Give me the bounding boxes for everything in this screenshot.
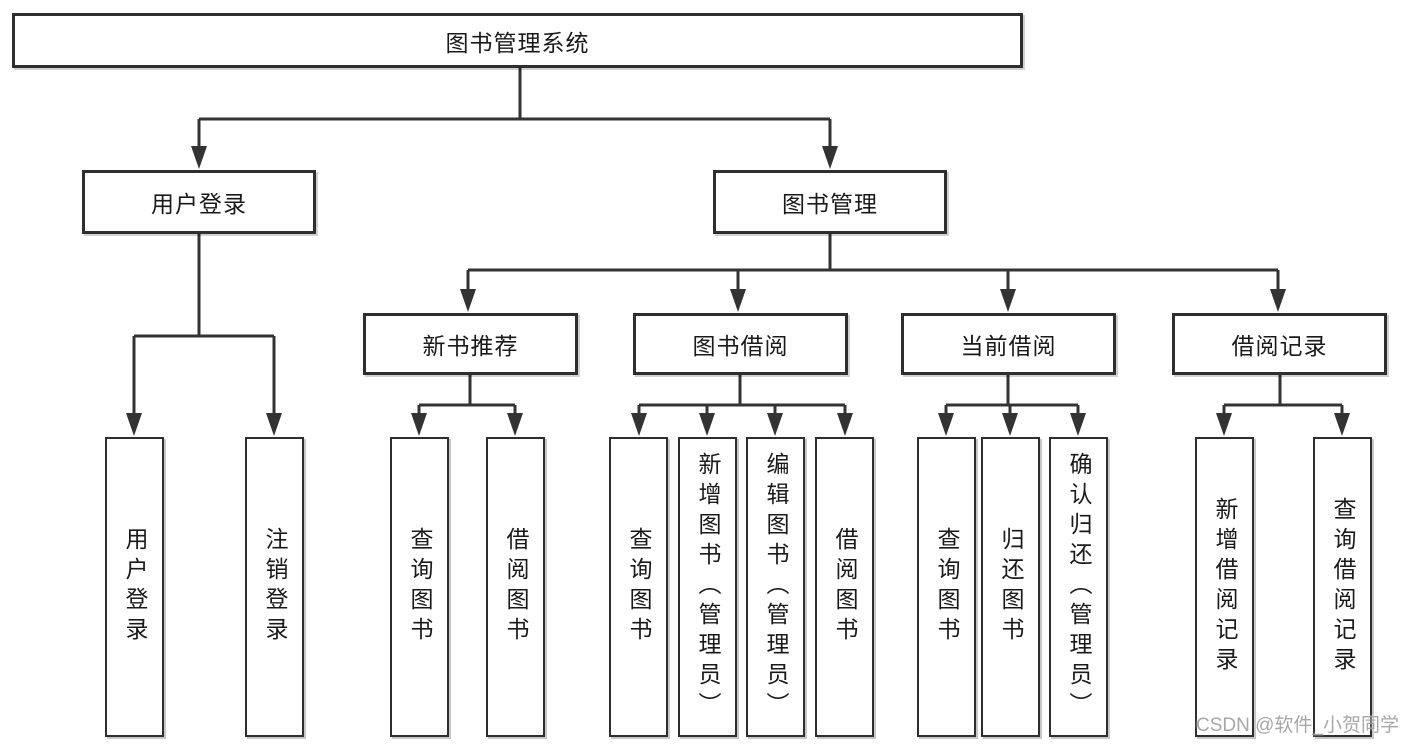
leaf-query-books: 查询图书 <box>609 437 668 737</box>
node-label: 编辑图书（管理员） <box>763 452 789 722</box>
node-label: 新增图书（管理员） <box>695 452 721 722</box>
leaf-query-books: 查询图书 <box>390 437 449 737</box>
node-label: 新增借阅记录 <box>1212 497 1238 677</box>
leaf-user-login: 用户登录 <box>105 437 164 737</box>
node-label: 借阅图书 <box>832 527 858 647</box>
node-label: 查询图书 <box>407 527 433 647</box>
node-label: 查询图书 <box>626 527 652 647</box>
node-label: 确认归还（管理员） <box>1066 452 1092 722</box>
node-label: 借阅记录 <box>1231 333 1328 359</box>
node-current-borrow: 当前借阅 <box>901 313 1116 375</box>
node-label: 借阅图书 <box>503 527 529 647</box>
node-label: 注销登录 <box>262 527 288 647</box>
node-label: 图书管理 <box>782 191 878 217</box>
leaf-borrow-books: 借阅图书 <box>815 437 874 737</box>
node-label: 归还图书 <box>998 527 1024 647</box>
node-label: 查询借阅记录 <box>1330 497 1356 677</box>
leaf-query-borrow-record: 查询借阅记录 <box>1313 437 1372 737</box>
node-book-borrow: 图书借阅 <box>633 313 848 375</box>
arrowheads <box>126 146 1350 436</box>
leaf-borrow-books: 借阅图书 <box>486 437 545 737</box>
node-user-login: 用户登录 <box>82 170 316 234</box>
leaf-return-books: 归还图书 <box>981 437 1040 737</box>
node-new-book-recommend: 新书推荐 <box>363 313 578 375</box>
node-label: 图书借阅 <box>692 333 789 359</box>
leaf-query-books: 查询图书 <box>917 437 976 737</box>
node-borrow-records: 借阅记录 <box>1172 313 1387 375</box>
leaf-confirm-return-admin: 确认归还（管理员） <box>1049 437 1108 737</box>
node-label: 用户登录 <box>151 191 247 217</box>
node-book-management: 图书管理 <box>713 170 947 234</box>
node-label: 用户登录 <box>122 527 148 647</box>
node-label: 图书管理系统 <box>445 29 590 56</box>
node-label: 当前借阅 <box>960 333 1057 359</box>
node-label: 查询图书 <box>934 527 960 647</box>
leaf-add-books-admin: 新增图书（管理员） <box>678 437 737 737</box>
leaf-edit-books-admin: 编辑图书（管理员） <box>746 437 805 737</box>
node-label: 新书推荐 <box>422 333 519 359</box>
leaf-logout: 注销登录 <box>245 437 304 737</box>
node-library-system: 图书管理系统 <box>12 13 1023 68</box>
leaf-add-borrow-record: 新增借阅记录 <box>1195 437 1254 737</box>
csdn-watermark: CSDN @软件_小贺同学 <box>1196 715 1399 736</box>
